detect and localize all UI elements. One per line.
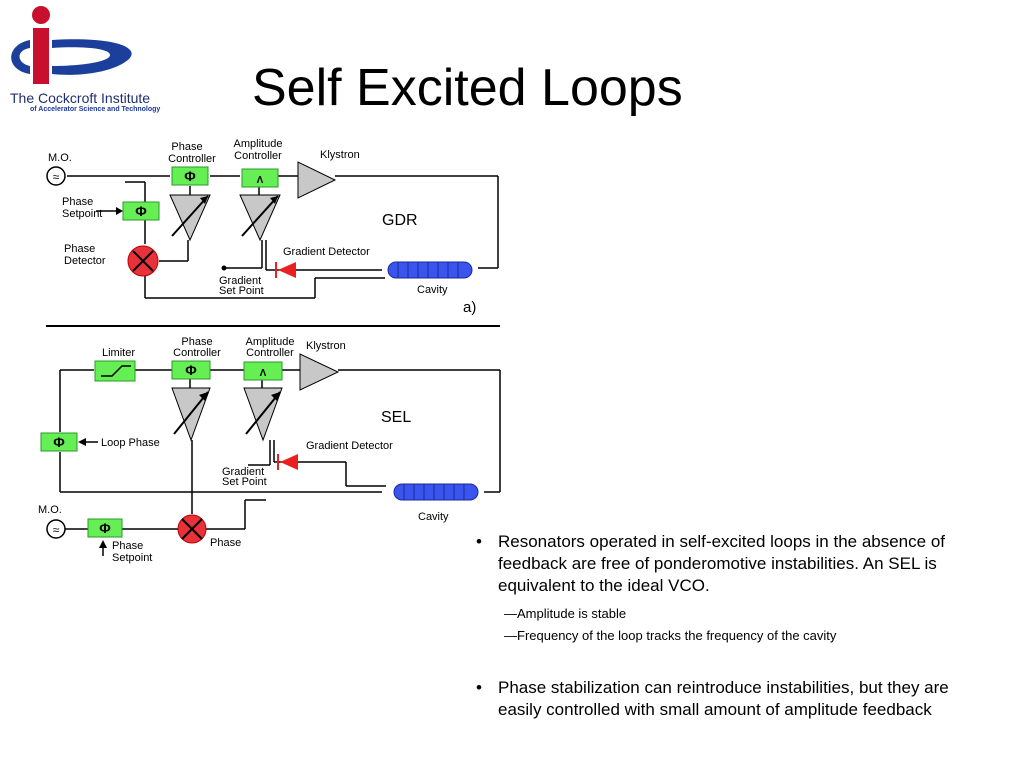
sel-gradient-setpoint-label-2: Set Point — [222, 476, 267, 488]
sub-bullet: —Frequency of the loop tracks the freque… — [504, 628, 837, 643]
gdr-cavity-label: Cavity — [417, 284, 448, 296]
sel-loop-phase-glyph: Φ — [53, 434, 65, 450]
gdr-phase-controller-glyph: Φ — [184, 168, 196, 184]
gdr-amplitude-controller-label-1: Amplitude — [234, 138, 283, 150]
bullet-item: • Resonators operated in self-excited lo… — [476, 531, 996, 647]
loop-diagram: ≈ M.O. Φ Phase Controller Λ Amplitude Co… — [38, 138, 501, 564]
gdr-oscillator-icon — [46, 166, 66, 186]
sel-amplitude-controller-box — [243, 361, 283, 381]
sel-limiter-box — [94, 360, 136, 382]
bullet-text: Phase stabilization can reintroduce inst… — [498, 678, 949, 719]
sel-amplitude-controller-label-1: Amplitude — [246, 336, 295, 348]
gdr-osc-glyph: ≈ — [53, 170, 60, 184]
bullet-list: • Resonators operated in self-excited lo… — [476, 531, 996, 721]
sel-phase-controller-box — [171, 360, 211, 380]
sel-limiter-label: Limiter — [102, 347, 135, 359]
gdr-gradient-setpoint-label-1: Gradient — [219, 275, 261, 287]
bullet-text: Resonators operated in self-excited loop… — [498, 532, 945, 595]
bullet-dot-icon: • — [476, 678, 482, 697]
bullet-item: • Phase stabilization can reintroduce in… — [476, 677, 996, 721]
logo-name: The Cockcroft Institute — [10, 90, 151, 106]
sel-amplitude-controller-glyph: Λ — [260, 368, 267, 379]
sel-phase-setpoint-glyph: Φ — [99, 520, 111, 536]
sel-cavity-icon — [393, 483, 479, 501]
gdr-amplitude-controller-label-2: Controller — [234, 150, 282, 162]
sel-limiter-icon — [101, 365, 131, 377]
gdr-gradient-detector-icon — [278, 262, 296, 278]
gdr-gradient-setpoint-label-2: Set Point — [219, 285, 264, 297]
gdr-klystron-icon — [297, 161, 337, 199]
sel-loop-phase-label: Loop Phase — [101, 437, 160, 449]
gdr-amplitude-controller-box — [241, 168, 279, 188]
logo-tagline: of Accelerator Science and Technology — [30, 106, 161, 113]
gdr-amplitude-controller-glyph: Λ — [257, 175, 264, 186]
sel-phase-label: Phase — [210, 537, 241, 549]
gdr-mo-label: M.O. — [48, 152, 72, 164]
sel-phase-controller-glyph: Φ — [185, 362, 197, 378]
sel-gradient-detector-icon — [280, 454, 298, 470]
slide-title: Self Excited Loops — [252, 59, 683, 117]
sel-phase-controller-label-2: Controller — [173, 347, 221, 359]
sel-cavity-label: Cavity — [418, 511, 449, 523]
sel-phase-setpoint-label-2: Setpoint — [112, 552, 152, 564]
gdr-phase-setpoint-label-2: Setpoint — [62, 208, 102, 220]
sel-klystron-icon — [299, 353, 340, 391]
gdr-phase-controller-label-2: Controller — [168, 153, 216, 165]
sel-phase-controller-label-1: Phase — [181, 336, 212, 348]
sel-osc-glyph: ≈ — [53, 523, 60, 537]
gdr-phase-controller-box — [171, 166, 209, 186]
gdr-phase-setpoint-label-1: Phase — [62, 196, 93, 208]
gdr-phase-detector-label-2: Detector — [64, 255, 106, 267]
sel-klystron-label: Klystron — [306, 340, 346, 352]
gdr-cavity-icon — [387, 261, 473, 279]
gdr-phase-setpoint-glyph: Φ — [135, 203, 147, 219]
gdr-panel-label: a) — [463, 299, 476, 316]
gdr-diagram — [67, 175, 499, 299]
sel-phase-setpoint-box — [87, 518, 123, 538]
sel-mo-label: M.O. — [38, 504, 62, 516]
sub-bullet: —Amplitude is stable — [504, 606, 627, 621]
cockcroft-logo: The Cockcroft Institute of Accelerator S… — [0, 0, 200, 120]
logo-mark-icon — [11, 6, 132, 84]
sel-phase-setpoint-label-1: Phase — [112, 540, 143, 552]
sel-gradient-detector-label: Gradient Detector — [306, 440, 393, 452]
gdr-phase-controller-label-1: Phase — [171, 141, 202, 153]
gdr-klystron-label: Klystron — [320, 149, 360, 161]
gdr-phase-detector-label-1: Phase — [64, 243, 95, 255]
bullet-dot-icon: • — [476, 532, 482, 551]
gdr-gradient-detector-label: Gradient Detector — [283, 246, 370, 258]
sel-oscillator-icon — [46, 519, 66, 539]
sel-gradient-setpoint-label-1: Gradient — [222, 466, 264, 478]
sel-loop-name: SEL — [381, 409, 411, 426]
sel-loop-phase-box — [40, 432, 78, 452]
sel-amplitude-controller-label-2: Controller — [246, 347, 294, 359]
gdr-loop-name: GDR — [382, 212, 418, 229]
